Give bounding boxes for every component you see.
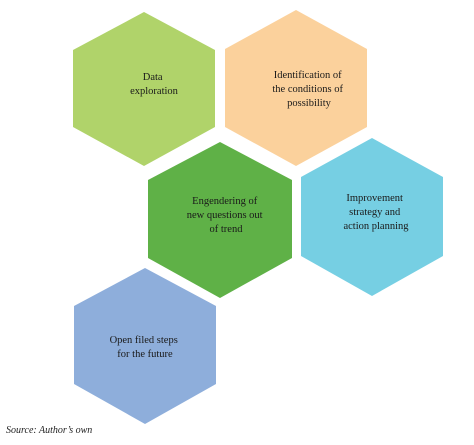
hexagon-shape (148, 142, 292, 298)
hexagon-shape (73, 12, 215, 166)
hexagon-open-filed: Open filed steps for the future (74, 268, 216, 424)
hexagon-label-line: Engendering of (192, 196, 258, 207)
hexagon-label-line: Open filed steps (110, 335, 178, 346)
hexagon-shape (225, 10, 367, 166)
hexagon-label: Engendering of new questions out of tren… (187, 196, 265, 235)
hexagon-label-line: the conditions of (272, 84, 343, 95)
hexagon-label-line: Data (143, 72, 163, 83)
hexagon-label-line: new questions out (187, 210, 263, 221)
hexagon-label-line: strategy and (349, 207, 401, 218)
hexagon-improvement: Improvement strategy and action planning (301, 138, 443, 296)
hexagon-shape (74, 268, 216, 424)
hexagon-data-exploration: Data exploration (73, 12, 215, 166)
hexagon-label-line: for the future (117, 349, 173, 360)
hexagon-label: Identification of the conditions of poss… (272, 70, 345, 109)
hexagon-shape (301, 138, 443, 296)
hexagon-label: Open filed steps for the future (110, 335, 181, 360)
source-note: Source: Author’s own (6, 425, 93, 436)
hexagon-label: Data exploration (130, 72, 179, 97)
hexagon-label: Improvement strategy and action planning (343, 193, 409, 232)
hexagon-label-line: action planning (343, 221, 409, 232)
hexagon-label-line: Improvement (346, 193, 403, 204)
hexagon-engendering: Engendering of new questions out of tren… (148, 142, 292, 298)
hexagon-label-line: of trend (210, 224, 244, 235)
hexagon-label-line: possibility (287, 98, 332, 109)
hexagon-label-line: exploration (130, 86, 179, 97)
hexagon-identification: Identification of the conditions of poss… (225, 10, 367, 166)
hexagon-label-line: Identification of (274, 70, 342, 81)
